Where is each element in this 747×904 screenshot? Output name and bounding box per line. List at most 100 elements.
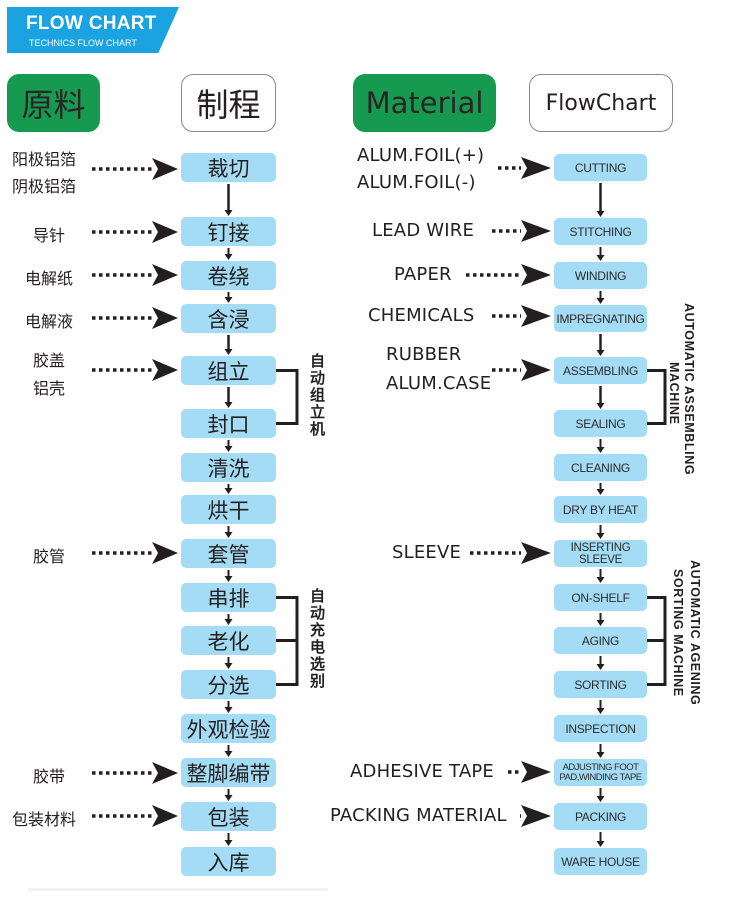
- cn-step-box: 入库: [181, 847, 276, 876]
- step-label: CUTTING: [574, 160, 627, 175]
- material-arrow-head: [521, 220, 551, 242]
- step-label: 封口: [207, 412, 250, 437]
- flow-arrow-head: [224, 488, 233, 494]
- material-arrow-head: [152, 359, 178, 381]
- cn-step-box: 包装: [181, 802, 276, 831]
- banner-subtitle: TECHNICS FLOW CHART: [29, 38, 137, 48]
- step-label: 分选: [207, 673, 250, 698]
- en-step-box: INSERTING SLEEVE: [554, 540, 647, 567]
- cn-step-box: 分选: [181, 670, 276, 699]
- material-arrow-head: [521, 264, 551, 286]
- en-group-label-assembling-line1: AUTOMATIC ASSEMBLING: [682, 303, 696, 476]
- step-label: STITCHING: [569, 224, 632, 239]
- cn-process-header: 制程: [181, 74, 276, 132]
- cn-group-label-sorting: 自动充电选别: [309, 588, 326, 690]
- flow-arrow-head: [596, 298, 605, 304]
- en-step-box: CUTTING: [554, 154, 647, 181]
- step-label: 烘干: [207, 498, 250, 523]
- cn-material-label: 胶带: [33, 767, 66, 786]
- flow-arrow-head: [224, 840, 233, 846]
- cn-step-box: 外观检验: [181, 714, 276, 743]
- step-label: WINDING: [574, 268, 627, 283]
- step-label: AGING: [581, 633, 620, 648]
- material-arrow-head: [521, 805, 551, 827]
- en-group-label-sorting-line2: SORTING MACHINE: [671, 569, 685, 697]
- en-material-label: ALUM.FOIL(-): [357, 172, 476, 193]
- flow-arrow-head: [224, 210, 233, 216]
- en-step-box: DRY BY HEAT: [554, 496, 647, 523]
- material-arrow-head: [152, 805, 178, 827]
- cn-material-label: 电解液: [25, 312, 74, 331]
- flow-arrow-head: [596, 620, 605, 626]
- flow-arrow-head: [596, 577, 605, 583]
- cn-material-label: 胶管: [33, 547, 66, 566]
- material-arrow-head: [521, 359, 551, 381]
- en-material-label: RUBBER: [386, 344, 462, 365]
- step-label: 卷绕: [207, 264, 250, 289]
- material-arrow-head: [152, 307, 178, 329]
- banner-title: FLOW CHART: [26, 13, 157, 34]
- group-label-char: 电: [309, 638, 325, 656]
- material-arrow-head: [521, 761, 551, 783]
- flow-arrow-head: [224, 446, 233, 452]
- step-label: INSERTING SLEEVE: [570, 541, 631, 566]
- cn-step-box: 清洗: [181, 453, 276, 482]
- cn-step-box: 串排: [181, 583, 276, 612]
- en-material-label: PACKING MATERIAL: [330, 805, 507, 826]
- flow-arrow-head: [224, 795, 233, 801]
- en-step-box: STITCHING: [554, 218, 647, 245]
- step-label: 组立: [207, 359, 250, 384]
- en-step-box: CLEANING: [554, 454, 647, 481]
- step-label: CLEANING: [571, 460, 630, 475]
- en-step-box: AGING: [554, 627, 647, 654]
- step-label: 包装: [207, 805, 250, 830]
- step-label: 串排: [207, 586, 250, 611]
- flow-arrow-head: [224, 576, 233, 582]
- cn-step-box: 卷绕: [181, 261, 276, 290]
- step-label: 入库: [207, 850, 250, 875]
- en-process-header: FlowChart: [529, 74, 673, 132]
- step-label: 外观检验: [186, 717, 271, 742]
- en-material-label: LEAD WIRE: [372, 220, 475, 241]
- material-arrow-head: [521, 305, 551, 327]
- cn-material-label: 阴极铝箔: [12, 177, 77, 196]
- en-step-box: INSPECTION: [554, 715, 647, 742]
- flow-arrow-head: [224, 532, 233, 538]
- flow-arrow-head: [224, 402, 233, 408]
- flow-arrow-head: [596, 350, 605, 356]
- en-group-label-assembling-line2: MACHINE: [667, 362, 681, 425]
- en-step-box: ADJUSTING FOOT PAD,WINDING TAPE: [554, 759, 647, 786]
- cn-group-label-assembling: 自动组立机: [309, 353, 326, 438]
- cn-process-header-label: 制程: [196, 86, 261, 124]
- group-label-char: 自: [309, 587, 325, 605]
- step-label: SEALING: [575, 416, 626, 431]
- material-arrow-head: [152, 264, 178, 286]
- flow-arrow-head: [596, 489, 605, 495]
- group-label-char: 动: [309, 369, 325, 387]
- flow-arrow-head: [596, 708, 605, 714]
- material-arrow-head: [521, 542, 551, 564]
- cn-material-label: 电解纸: [25, 269, 74, 288]
- group-label-char: 自: [309, 352, 325, 370]
- flow-arrow-head: [596, 211, 605, 217]
- step-label: ASSEMBLING: [562, 363, 639, 378]
- en-step-box: PACKING: [554, 803, 647, 830]
- cn-step-box: 封口: [181, 409, 276, 438]
- en-material-label: ADHESIVE TAPE: [350, 761, 494, 782]
- flow-arrow-head: [596, 403, 605, 409]
- flow-arrow-head: [596, 752, 605, 758]
- cn-material-label: 铝壳: [33, 379, 66, 398]
- en-group-label-sorting-line1: AUTOMATIC AGENING: [688, 560, 702, 706]
- en-material-header: Material: [353, 74, 496, 132]
- material-arrow-head: [152, 158, 178, 180]
- en-material-label: CHEMICALS: [368, 305, 475, 326]
- flow-arrow-head: [224, 707, 233, 713]
- step-label: 钉接: [207, 220, 250, 245]
- step-label: 套管: [207, 542, 250, 567]
- en-material-label: PAPER: [394, 264, 452, 285]
- step-label: PACKING: [574, 809, 627, 824]
- cn-step-box: 烘干: [181, 495, 276, 524]
- step-label: ON-SHELF: [571, 590, 630, 605]
- flow-arrow-head: [596, 447, 605, 453]
- cn-step-box: 含浸: [181, 304, 276, 333]
